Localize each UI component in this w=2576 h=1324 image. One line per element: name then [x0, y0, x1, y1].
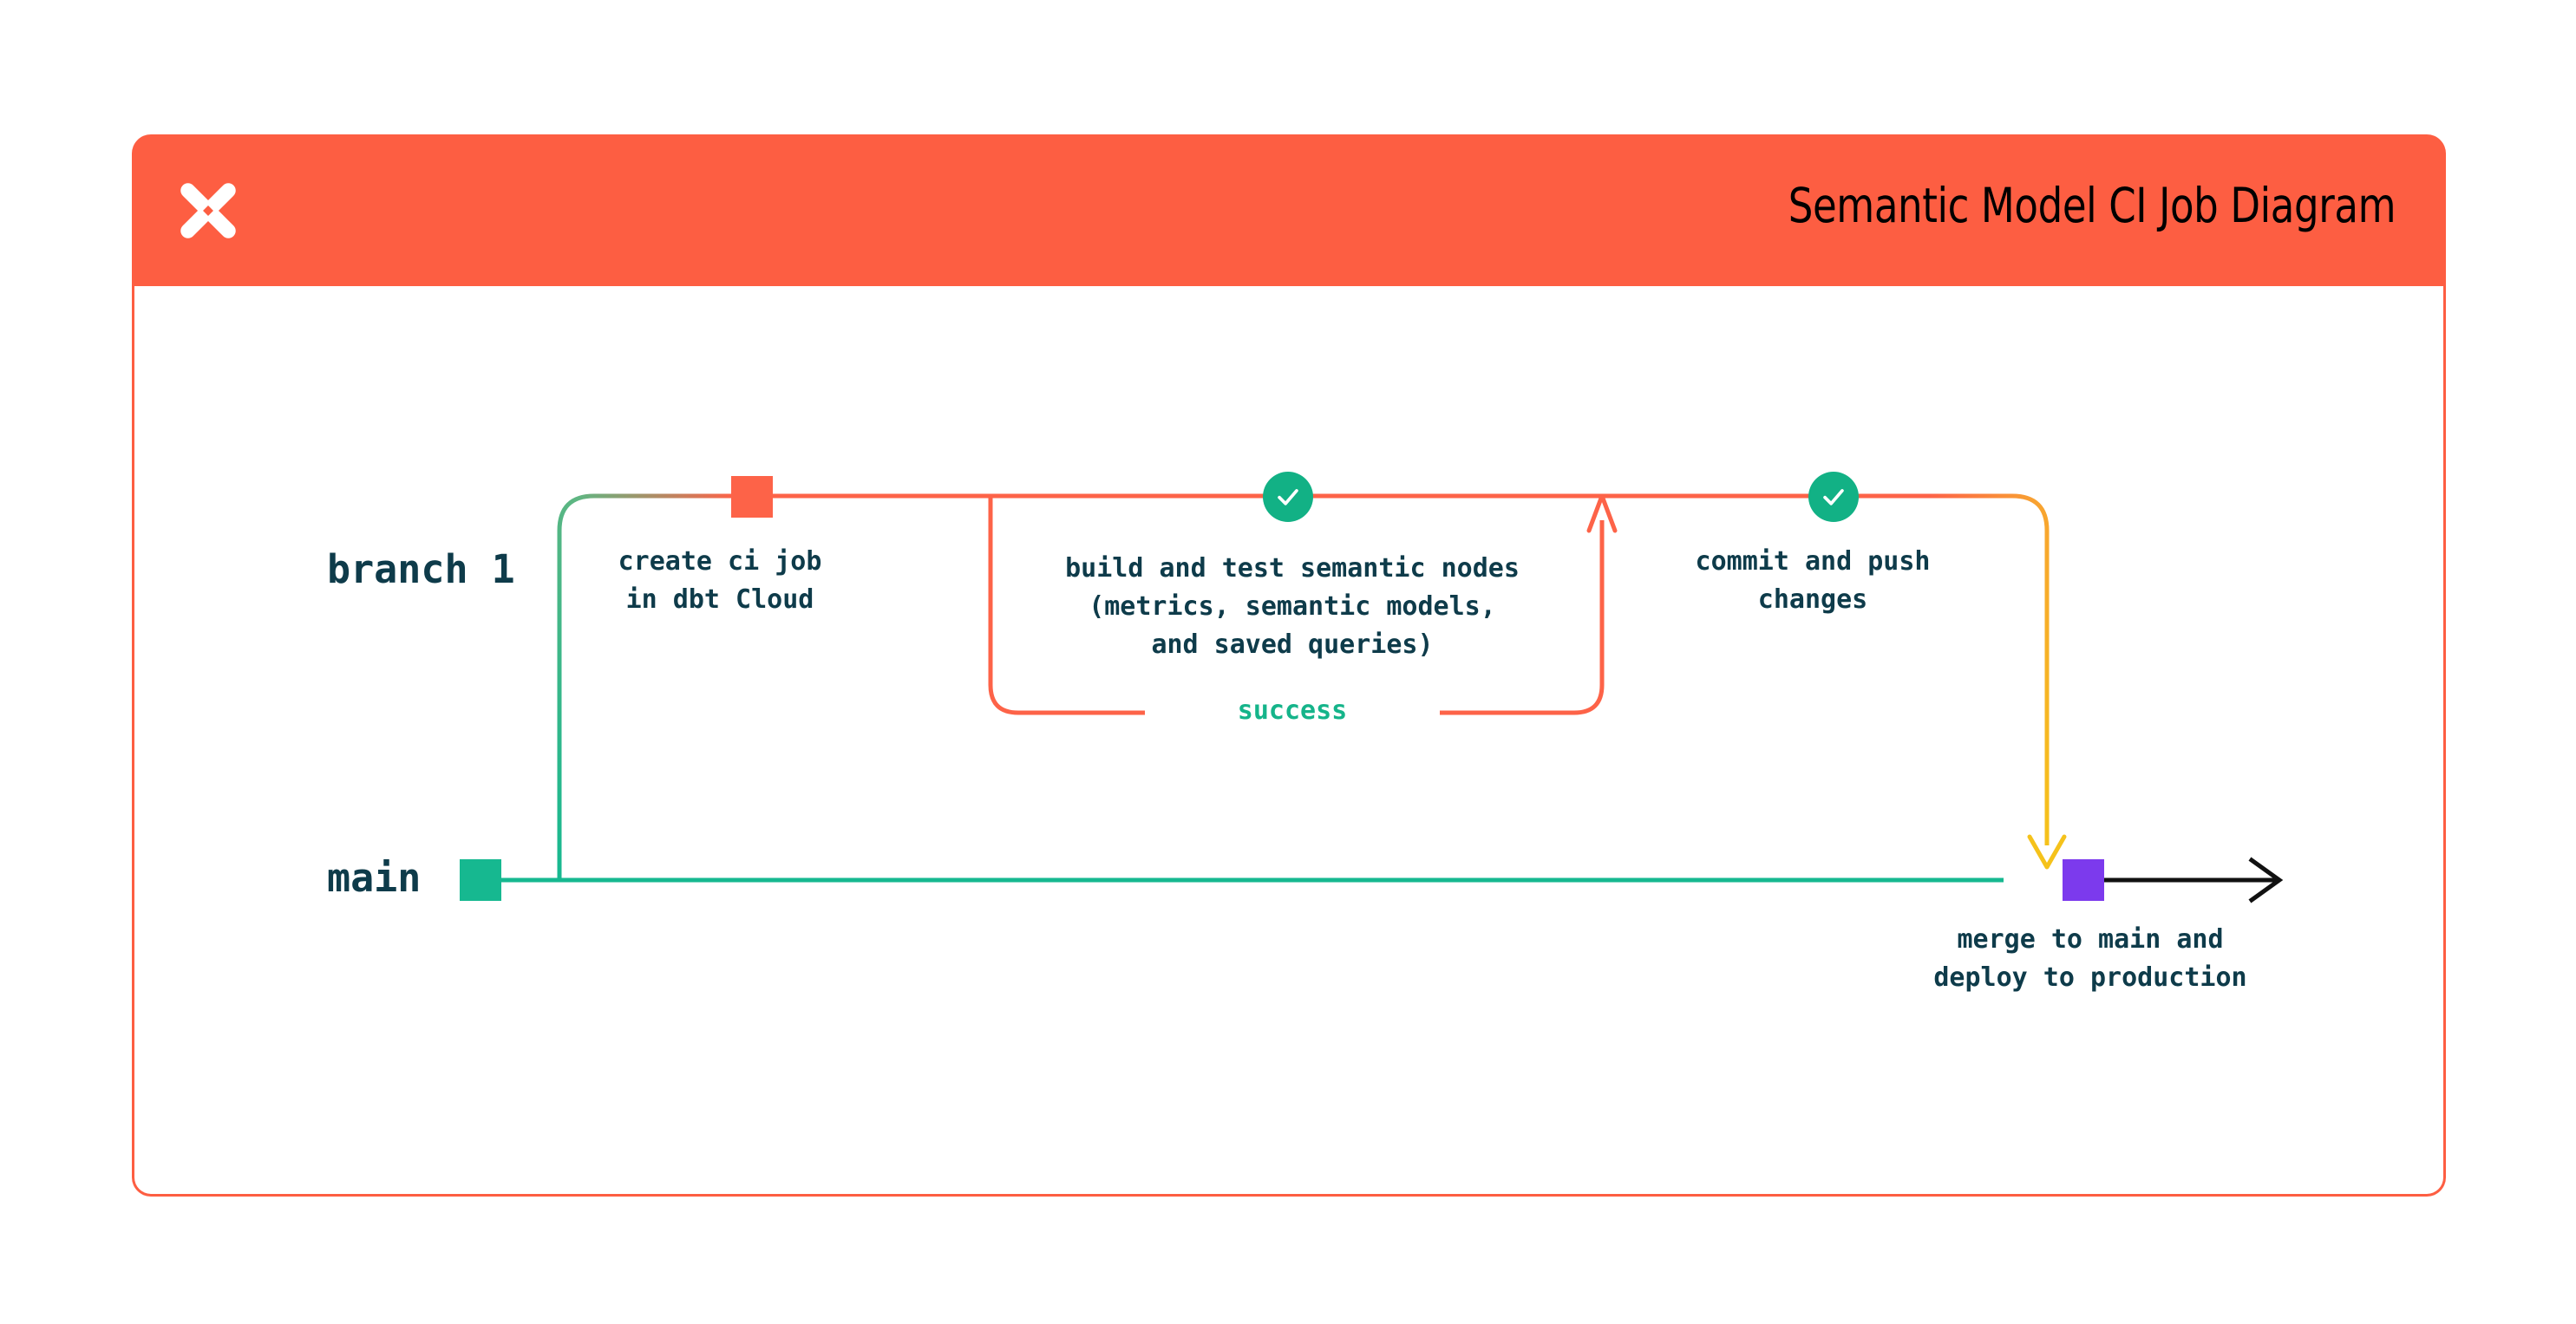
lane-label-branch1: branch 1 [327, 546, 515, 592]
node-marker-main-start[interactable] [460, 859, 501, 901]
page-title: Semantic Model CI Job Diagram [1788, 178, 2396, 233]
node-caption-commit-and-push: commit and push changes [1695, 546, 1931, 615]
check-icon [1819, 482, 1848, 512]
node-caption-merge-to-main: merge to main and deploy to production [1933, 924, 2247, 993]
node-marker-create-ci-job[interactable] [731, 476, 773, 518]
lane-label-main: main [327, 855, 422, 901]
node-marker-build-and-test[interactable] [1263, 472, 1313, 522]
node-caption-create-ci-job: create ci job in dbt Cloud [618, 546, 822, 615]
node-caption-build-and-test: build and test semantic nodes (metrics, … [1065, 553, 1520, 660]
node-marker-commit-and-push[interactable] [1808, 472, 1859, 522]
dbt-logo-icon [168, 171, 248, 251]
node-marker-merge-to-main[interactable] [2063, 859, 2104, 901]
check-icon [1273, 482, 1303, 512]
annotation-label-success: success [1145, 694, 1440, 727]
diagram-card: Semantic Model CI Job Diagram [132, 134, 2446, 1197]
card-header: Semantic Model CI Job Diagram [132, 134, 2446, 286]
card-body [132, 286, 2446, 1197]
